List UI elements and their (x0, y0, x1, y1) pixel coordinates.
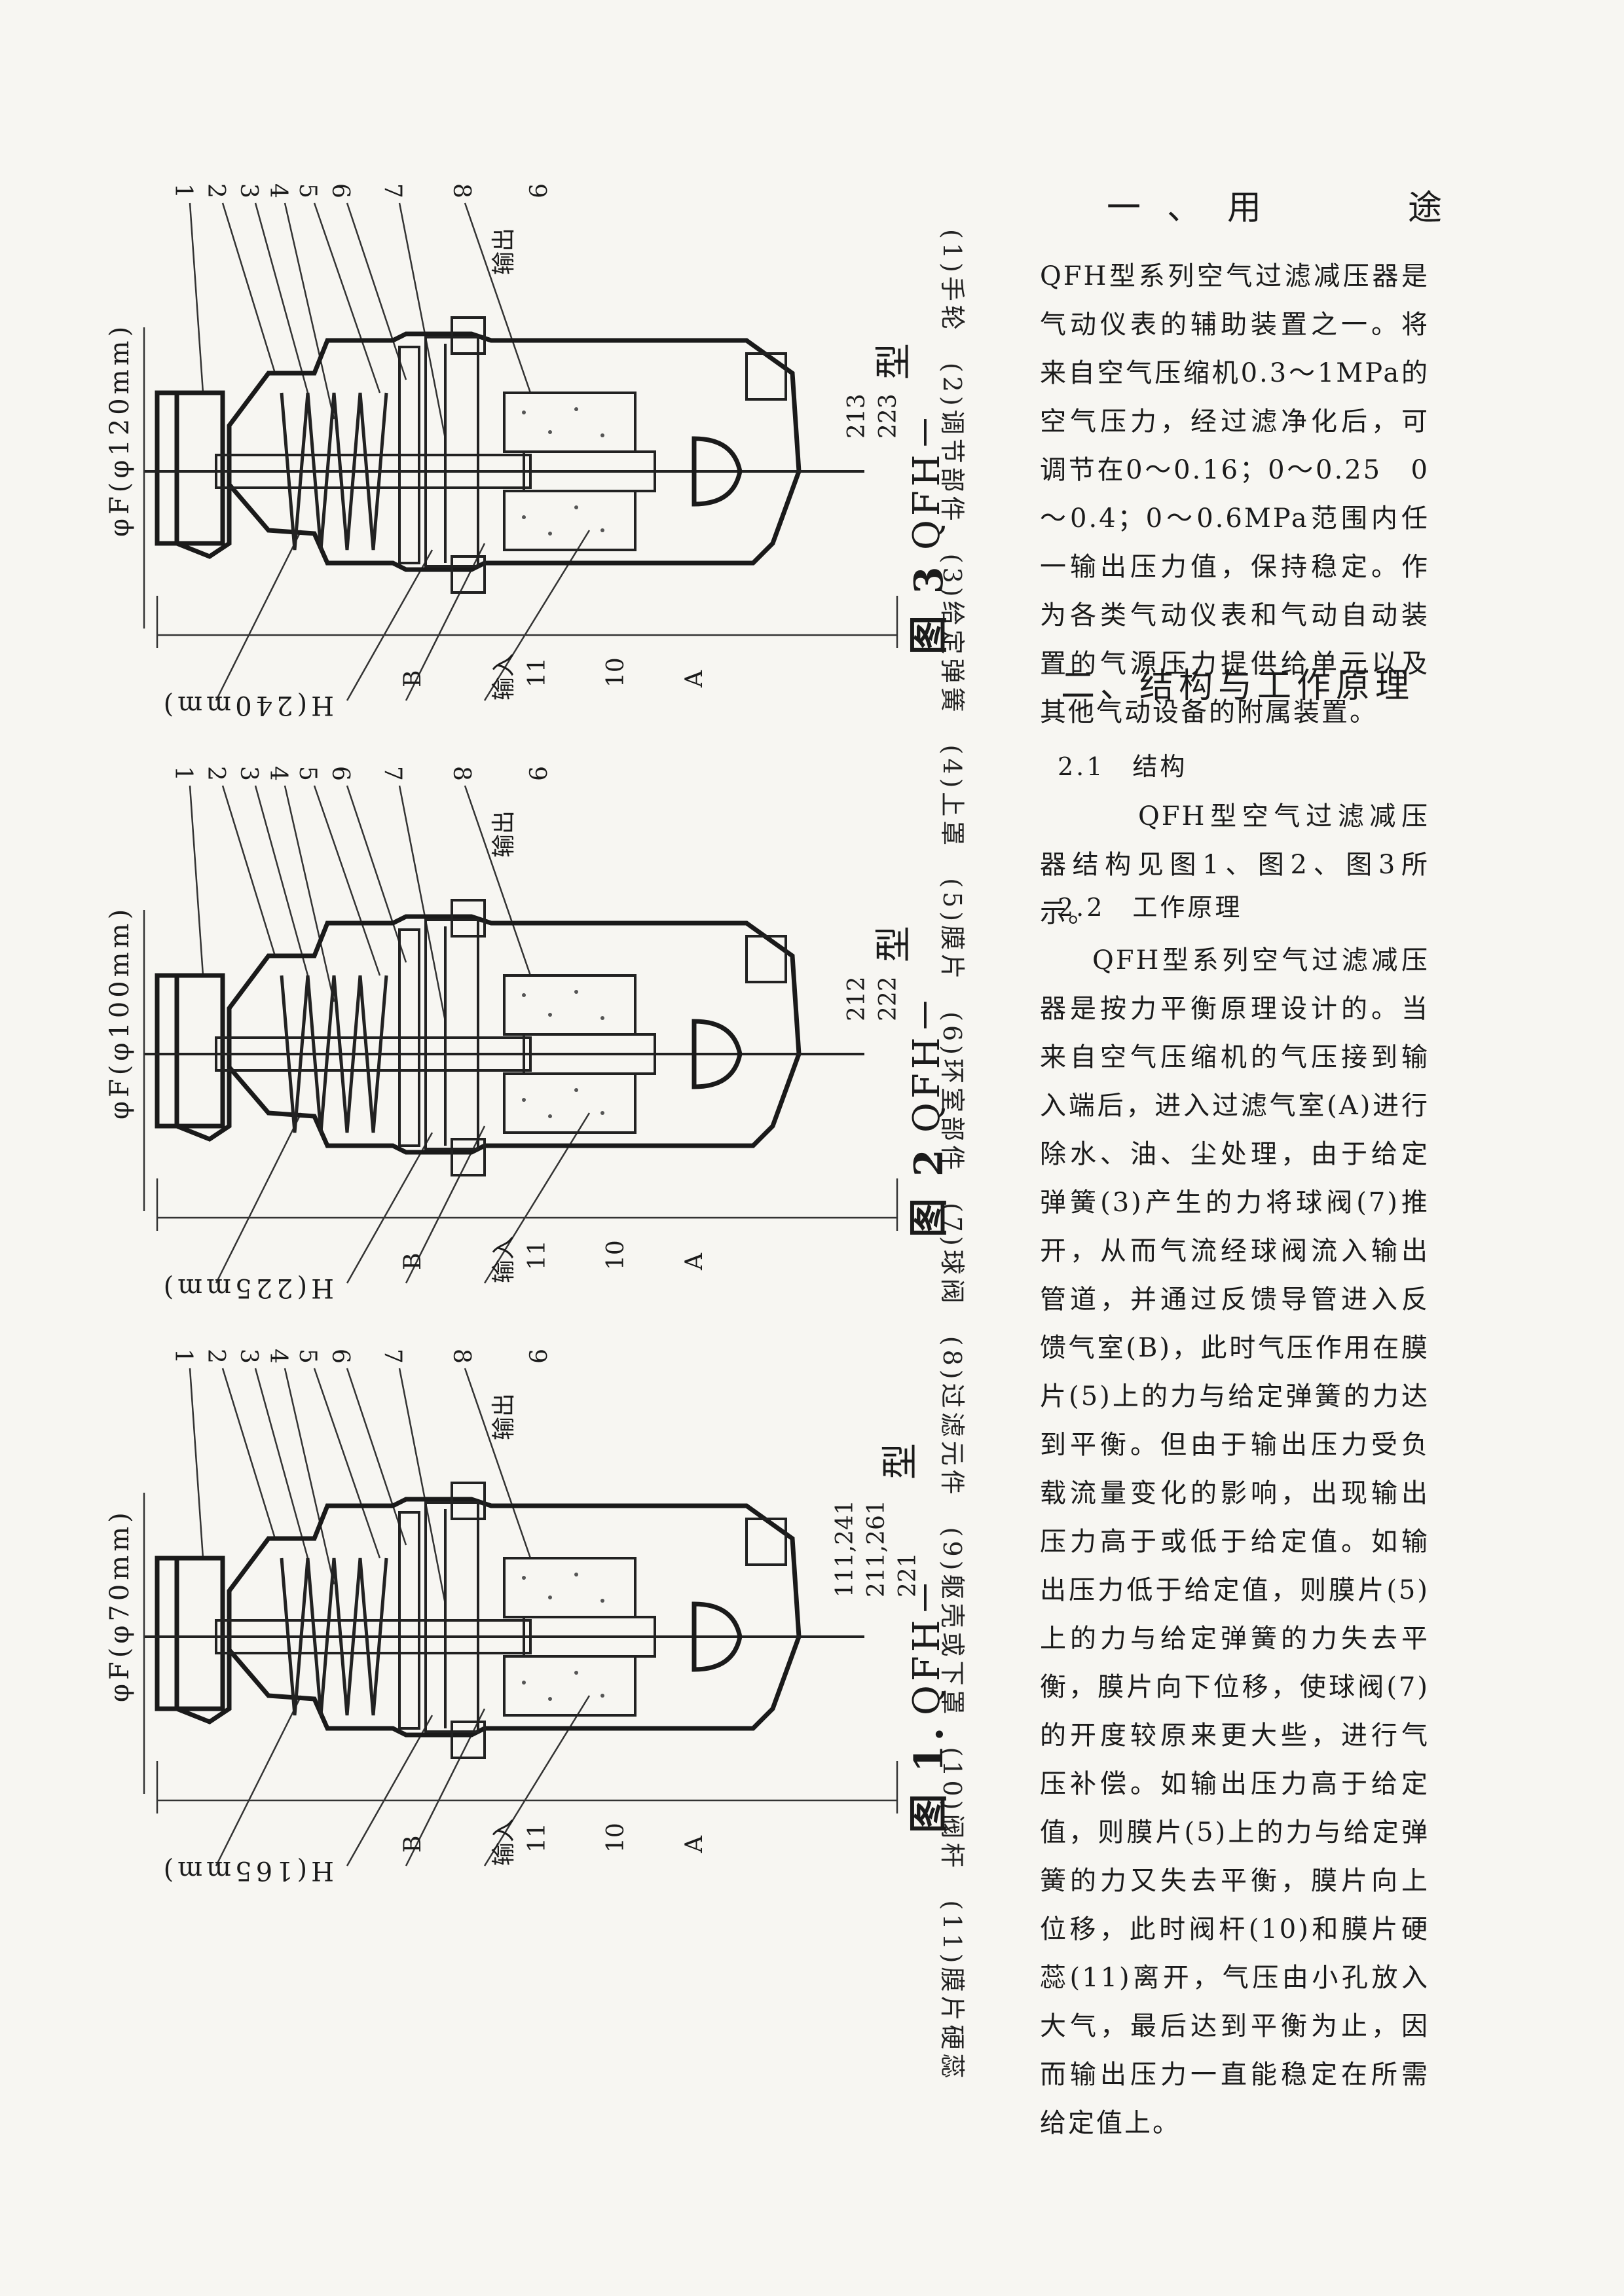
figure-3-code-a: 213 (843, 393, 870, 439)
section21-text: QFH型空气过滤减压器结构见图1、图2、图3所示。 (1040, 801, 1430, 928)
figure-1-part-number: 1 (170, 1349, 196, 1364)
section22-title: 2.2 工作原理 (1058, 893, 1243, 922)
figure-2-part-number: 2 (202, 766, 229, 781)
figure-1-part-number: 7 (379, 1349, 406, 1364)
figure-2-part-number: 5 (294, 766, 321, 781)
figure-3-height: H(240mm) (159, 690, 334, 720)
figure-1-label-10: 10 (602, 1823, 629, 1853)
figure-3-part-number: 6 (327, 183, 354, 198)
figure-1-out-label: 输出 (490, 1393, 517, 1440)
figure-2-label-10: 10 (602, 1240, 629, 1270)
section22-text: QFH型系列空气过滤减压器是按力平衡原理设计的。当来自空气压缩机的气压接到输入端… (1040, 945, 1430, 2138)
figure-1-code-c: 221 (895, 1552, 921, 1597)
figure-2-caption: 图 2 (906, 1145, 952, 1237)
figure-2-part-number: 1 (170, 766, 196, 781)
figure-2-label-b: B (399, 1252, 426, 1270)
figure-2-in-label: 输入 (490, 1235, 517, 1283)
figure-1-in-label: 输入 (490, 1818, 517, 1866)
figure-1-caption: 图 1. (906, 1723, 952, 1833)
figure-1-label-b: B (399, 1835, 426, 1853)
figure-3-part-number: 2 (202, 183, 229, 198)
figure-2-label-a: A (681, 1253, 708, 1270)
section1-title: 一、用 途 (1107, 189, 1469, 228)
section21-title: 2.1 结构 (1058, 752, 1188, 781)
figure-3-model: QFH－ (906, 410, 948, 550)
figure-1 (118, 1342, 982, 1879)
figure-1-part-number: 9 (523, 1349, 550, 1364)
figure-2-part-number: 7 (379, 766, 406, 781)
section1-text: QFH型系列空气过滤减压器是气动仪表的辅助装置之一。将来自空气压缩机0.3～1M… (1040, 261, 1430, 727)
figure-3-drawing (143, 202, 898, 701)
figure-1-label-a: A (681, 1836, 708, 1853)
figure-2-code-a: 212 (843, 976, 870, 1021)
figure-2-model: QFH－ (906, 993, 948, 1133)
figure-1-part-number: 6 (327, 1349, 354, 1364)
figure-2-part-number: 3 (235, 766, 262, 781)
figure-2-part-number: 6 (327, 766, 354, 781)
figure-1-part-number: 3 (235, 1349, 262, 1364)
figure-3-caption: 图 3 (906, 562, 952, 655)
figure-3-diameter: φF(φ120mm) (105, 322, 135, 537)
figure-3-out-label: 输出 (490, 227, 517, 275)
figure-3-part-number: 3 (235, 183, 262, 198)
figure-1-code-b: 211,261 (863, 1500, 890, 1597)
figure-3-label-b: B (399, 670, 426, 687)
figure-2-diameter: φF(φ100mm) (105, 905, 135, 1120)
figure-1-diameter: φF(φ70mm) (105, 1508, 135, 1702)
figure-3-part-number: 1 (170, 183, 196, 198)
figure-3-part-number: 7 (379, 183, 406, 198)
figure-2-part-number: 9 (523, 766, 550, 781)
figure-3-suffix: 型 (873, 339, 915, 380)
figure-1-label-11: 11 (524, 1823, 551, 1853)
figure-3 (118, 177, 982, 714)
figure-1-part-number: 4 (265, 1349, 291, 1364)
figure-1-code-a: 111,241 (832, 1500, 858, 1597)
figure-3-part-number: 9 (523, 183, 550, 198)
figure-3-label-a: A (681, 670, 708, 687)
figure-1-suffix: 型 (879, 1439, 922, 1480)
figure-2-height: H(225mm) (159, 1273, 334, 1303)
figure-2-suffix: 型 (873, 922, 915, 962)
figure-2 (118, 759, 982, 1296)
figure-2-part-number: 8 (448, 766, 475, 781)
figure-1-drawing (143, 1368, 898, 1867)
figure-3-label-11: 11 (524, 657, 551, 687)
figure-1-part-number: 5 (294, 1349, 321, 1364)
figure-1-part-number: 8 (448, 1349, 475, 1364)
figure-1-part-number: 2 (202, 1349, 229, 1364)
figure-3-part-number: 8 (448, 183, 475, 198)
figure-1-height: H(165mm) (159, 1855, 334, 1886)
figure-3-in-label: 输入 (490, 653, 517, 701)
figure-2-code-b: 222 (875, 976, 902, 1021)
figure-2-part-number: 4 (265, 766, 291, 781)
figure-3-part-number: 4 (265, 183, 291, 198)
figure-2-label-11: 11 (524, 1240, 551, 1270)
figure-3-label-10: 10 (602, 657, 629, 687)
figure-2-out-label: 输出 (490, 810, 517, 858)
section2-title: 二、结构与工作原理 (1061, 666, 1415, 706)
figure-2-drawing (143, 785, 898, 1284)
figure-3-part-number: 5 (294, 183, 321, 198)
figure-3-code-b: 223 (875, 393, 902, 439)
